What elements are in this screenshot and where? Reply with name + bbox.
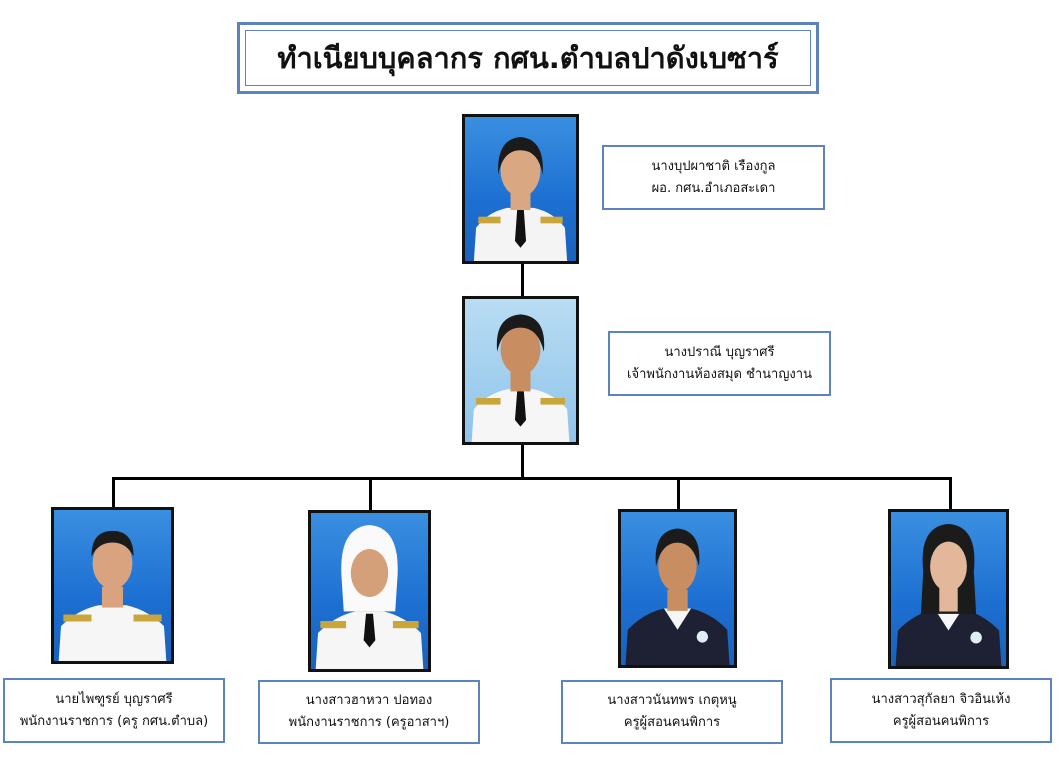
connector-staff-3	[677, 477, 680, 510]
connector-horizontal	[112, 477, 952, 480]
librarian-photo	[462, 296, 579, 445]
staff-3-position: ครูผู้สอนคนพิการ	[623, 715, 721, 730]
librarian-position: เจ้าพนักงานห้องสมุด ชำนาญงาน	[627, 366, 812, 382]
director-name: นางบุปผาชาติ เรืองกูล	[651, 158, 776, 174]
staff-1-position: พนักงานราชการ (ครู กศน.ตำบล)	[19, 713, 209, 729]
staff-1-name: นายไพฑูรย์ บุญราศรี	[55, 691, 173, 707]
director-name-box: นางบุปผาชาติ เรืองกูล ผอ. กศน.อำเภอสะเดา	[602, 145, 825, 210]
staff-3-name: นางสาวนันทพร เกตุหนู	[607, 693, 737, 708]
staff-3-name-box: นางสาวนันทพร เกตุหนู ครูผู้สอนคนพิการ	[561, 680, 783, 744]
staff-2-photo	[308, 510, 431, 672]
staff-4-photo	[888, 509, 1009, 669]
page-title: ทำเนียบบุคลากร กศน.ตำบลปาดังเบซาร์	[245, 30, 811, 86]
staff-3-photo	[618, 509, 737, 668]
staff-2-position: พนักงานราชการ (ครูอาสาฯ)	[288, 715, 450, 730]
staff-2-name: นางสาวฮาหวา ปอทอง	[305, 693, 433, 708]
director-position: ผอ. กศน.อำเภอสะเดา	[651, 180, 776, 196]
staff-4-position: ครูผู้สอนคนพิการ	[892, 713, 990, 729]
connector-director-librarian	[521, 263, 524, 298]
librarian-name-box: นางปราณี บุญราศรี เจ้าพนักงานห้องสมุด ชำ…	[608, 331, 831, 396]
librarian-name: นางปราณี บุญราศรี	[664, 344, 775, 360]
connector-staff-2	[369, 477, 372, 512]
connector-staff-4	[949, 477, 952, 511]
staff-1-photo	[51, 507, 174, 664]
staff-4-name-box: นางสาวสุกัลยา จิวอินเห้ง ครูผู้สอนคนพิกา…	[830, 678, 1052, 743]
connector-librarian-down	[521, 444, 524, 479]
staff-2-name-box: นางสาวฮาหวา ปอทอง พนักงานราชการ (ครูอาสา…	[258, 680, 480, 744]
staff-1-name-box: นายไพฑูรย์ บุญราศรี พนักงานราชการ (ครู ก…	[3, 678, 225, 743]
connector-staff-1	[112, 477, 115, 509]
title-frame: ทำเนียบบุคลากร กศน.ตำบลปาดังเบซาร์	[237, 22, 819, 94]
staff-4-name: นางสาวสุกัลยา จิวอินเห้ง	[871, 691, 1011, 707]
director-photo	[462, 114, 579, 264]
